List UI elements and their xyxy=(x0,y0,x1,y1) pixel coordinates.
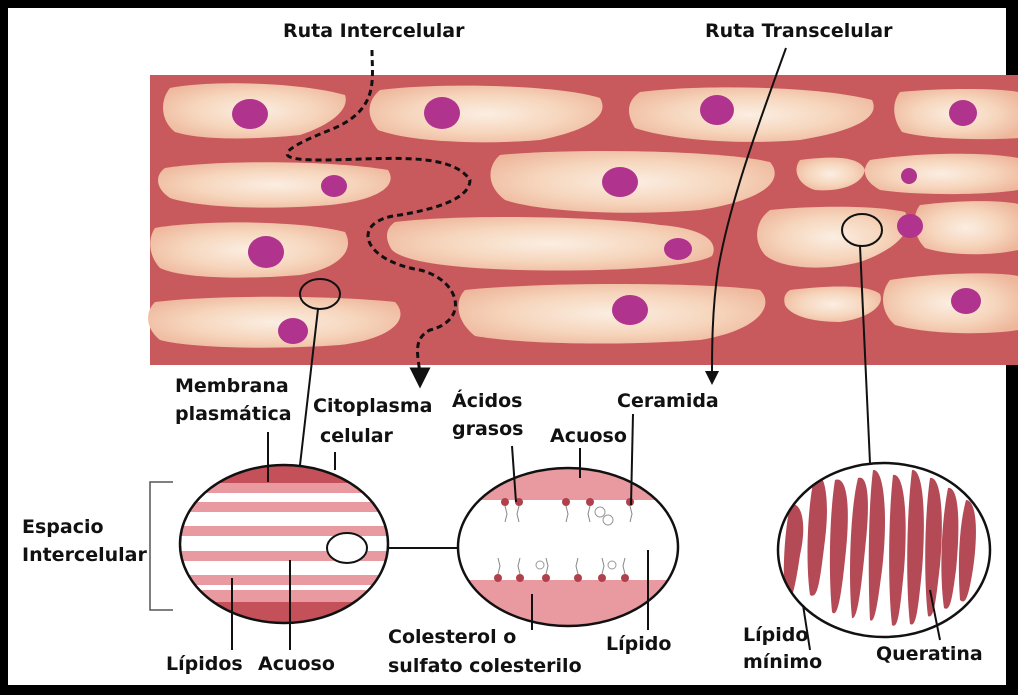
nucleus xyxy=(897,214,923,238)
nucleus xyxy=(901,168,917,184)
label-espacio: Espacio xyxy=(22,516,104,538)
corneocyte xyxy=(458,284,765,343)
label-intercelular: Intercelular xyxy=(22,544,147,566)
label-plasmatica: plasmática xyxy=(175,403,292,425)
nucleus xyxy=(664,238,692,260)
stratum-corneum-tissue xyxy=(148,75,1018,365)
label-transcellular-route: Ruta Transcelular xyxy=(705,20,893,42)
label-lipidos: Lípidos xyxy=(166,653,243,675)
corneocyte xyxy=(158,162,391,207)
label-citoplasma: Citoplasma xyxy=(313,395,432,417)
label-ceramida: Ceramida xyxy=(617,390,719,412)
label-celular: celular xyxy=(320,425,394,447)
corneocyte xyxy=(865,154,1018,194)
label-grasos: grasos xyxy=(452,418,523,440)
zoom-circle-small xyxy=(327,533,367,563)
label-sulfato-colesterilo: sulfato colesterilo xyxy=(388,655,582,677)
label-colesterol: Colesterol o xyxy=(388,626,516,648)
nucleus xyxy=(248,236,284,268)
nucleus xyxy=(700,95,734,125)
nucleus xyxy=(949,100,977,126)
nucleus xyxy=(321,175,347,197)
nucleus xyxy=(278,318,308,344)
corneocyte xyxy=(883,273,1018,333)
nucleus xyxy=(951,288,981,314)
nucleus xyxy=(602,167,638,197)
label-queratina: Queratina xyxy=(876,643,983,665)
label-lipido: Lípido xyxy=(606,633,671,655)
nucleus xyxy=(612,295,648,325)
label-lipido-minimo-1: Lípido xyxy=(743,624,808,646)
label-membrana: Membrana xyxy=(175,375,289,397)
nucleus xyxy=(232,99,268,129)
label-acuoso-left: Acuoso xyxy=(258,653,335,675)
label-acidos: Ácidos xyxy=(452,389,522,412)
label-acuoso-mid: Acuoso xyxy=(550,425,627,447)
corneocyte xyxy=(148,297,400,348)
nucleus xyxy=(424,97,460,129)
label-lipido-minimo-2: mínimo xyxy=(743,651,822,673)
keratin-detail xyxy=(778,463,990,650)
lipid-lamellae-detail xyxy=(150,432,400,650)
label-intercellular-route: Ruta Intercelular xyxy=(283,20,465,42)
corneocyte xyxy=(915,201,1018,254)
